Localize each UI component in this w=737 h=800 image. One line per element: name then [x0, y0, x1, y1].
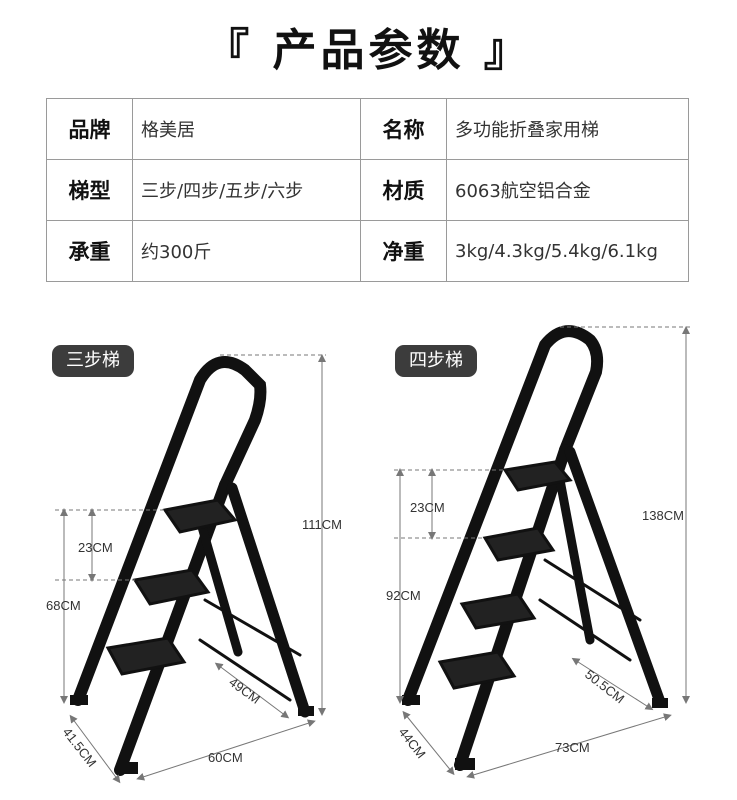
- three-step-height-label: 111CM: [302, 517, 342, 532]
- spec-value: 6063航空铝合金: [446, 159, 689, 221]
- four-step-step-gap-label: 23CM: [410, 500, 445, 515]
- spec-key: 承重: [46, 220, 133, 282]
- three-step-platform-label: 68CM: [46, 598, 81, 613]
- spec-table: 品牌 格美居 名称 多功能折叠家用梯 梯型 三步/四步/五步/六步 材质 606…: [46, 98, 689, 282]
- three-step-width-label: 60CM: [208, 750, 243, 765]
- ladder-tag-four-step: 四步梯: [395, 345, 477, 377]
- four-step-dimension-lines: [394, 326, 690, 779]
- four-step-platform-label: 92CM: [386, 588, 421, 603]
- ladder-tag-three-step: 三步梯: [52, 345, 134, 377]
- three-step-ladder-illustration: [70, 356, 314, 776]
- spec-row: 承重 约300斤 净重 3kg/4.3kg/5.4kg/6.1kg: [46, 220, 689, 282]
- four-step-depth-label: 44CM: [396, 725, 429, 762]
- spec-key: 名称: [360, 98, 447, 160]
- spec-value: 约300斤: [132, 220, 361, 282]
- three-step-step-gap-label: 23CM: [78, 540, 113, 555]
- four-step-ladder-illustration: [402, 325, 668, 771]
- page-title: 『 产品参数 』: [205, 25, 532, 76]
- spec-value: 3kg/4.3kg/5.4kg/6.1kg: [446, 220, 689, 282]
- four-step-width-label: 73CM: [555, 740, 590, 755]
- three-step-dimension-lines: [55, 354, 326, 784]
- four-step-height-label: 138CM: [642, 508, 684, 523]
- four-step-back-label: 50.5CM: [582, 667, 627, 707]
- spec-key: 材质: [360, 159, 447, 221]
- spec-key: 品牌: [46, 98, 133, 160]
